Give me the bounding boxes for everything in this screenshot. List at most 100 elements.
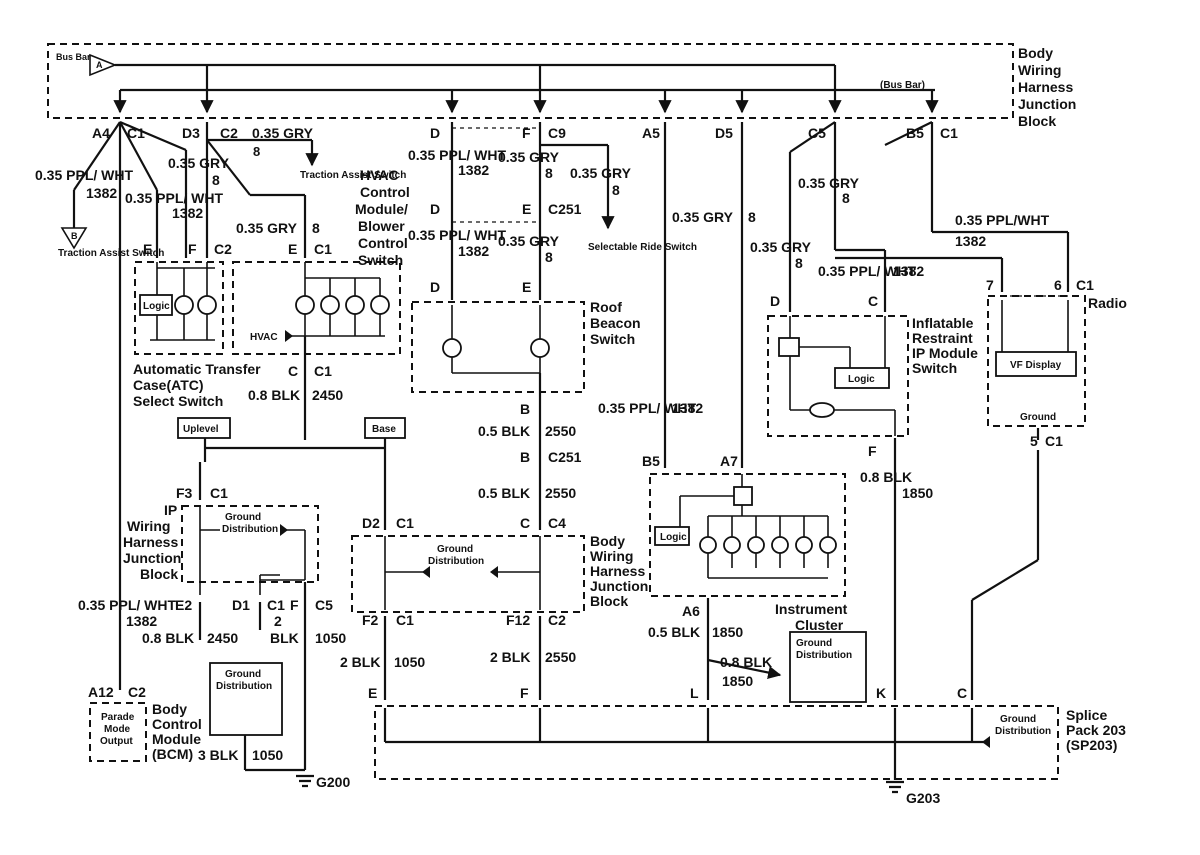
splice-pin-f: F	[520, 685, 529, 701]
hvac-input-label: HVAC	[250, 332, 278, 343]
wire-blk-roof-2: 0.5 BLK	[478, 485, 530, 501]
wire-blk-cluster-2: 0.8 BLK	[720, 654, 772, 670]
pin-c5-ip: C5	[315, 597, 333, 613]
wire-gry-atc: 0.35 GRY	[168, 155, 230, 171]
pin-c1-ground: C1	[1045, 433, 1063, 449]
pin-b5: B5	[906, 125, 924, 141]
logic-restraint: Logic	[848, 374, 875, 385]
atc-switch	[134, 261, 224, 355]
bus-bar-mid-label: (Bus Bar)	[880, 80, 925, 91]
wire-blk-hvac: 0.8 BLK	[248, 387, 300, 403]
wire-gry-d5: 0.35 GRY	[750, 239, 812, 255]
wire-ppl-center-2: 0.35 PPL/ WHT	[408, 227, 506, 243]
pin-f2: F2	[362, 612, 379, 628]
ip-junction-block	[181, 462, 319, 770]
wire-ppl-left: 0.35 PPL/ WHT	[35, 167, 133, 183]
circuit-8-ride: 8	[612, 182, 620, 198]
wire-ppl-atc: 0.35 PPL/ WHT	[125, 190, 223, 206]
hvac-module	[232, 261, 401, 440]
wire-ppl-center: 0.35 PPL/ WHT	[408, 147, 506, 163]
traction-assist-left: Traction Assist Switch	[58, 248, 164, 259]
wire-blk-ip: 0.8 BLK	[142, 630, 194, 646]
wire-blk-3: 3 BLK	[198, 747, 238, 763]
splice-pin-e: E	[368, 685, 377, 701]
pin-e-hvac: E	[288, 241, 297, 257]
circuit-1382-cluster: 1382	[672, 400, 703, 416]
pin-6: 6	[1054, 277, 1062, 293]
cluster-branch	[649, 122, 867, 703]
pin-f12: F12	[506, 612, 530, 628]
splice-pin-k: K	[876, 685, 886, 701]
pin-d2: D2	[362, 515, 380, 531]
left-branch	[60, 120, 319, 690]
circuit-8-center: 8	[545, 165, 553, 181]
splice-pin-c: C	[957, 685, 967, 701]
circuit-1382-left: 1382	[86, 185, 117, 201]
wire-blk-restraint: 0.8 BLK	[860, 469, 912, 485]
uplevel-label: Uplevel	[183, 424, 219, 435]
pin-c1-b5: C1	[940, 125, 958, 141]
pin-c1-d2: C1	[396, 515, 414, 531]
pin-c1: C1	[127, 125, 145, 141]
pin-c-restraint: C	[868, 293, 878, 309]
pin-a5: A5	[642, 125, 660, 141]
bcm-area	[89, 662, 314, 788]
top-jb-line: Body	[1018, 45, 1053, 61]
wire-gry-a5: 0.35 GRY	[672, 209, 734, 225]
circuit-1050-bcm: 1050	[252, 747, 283, 763]
pin-d5: D5	[715, 125, 733, 141]
circuit-1850-cluster-2: 1850	[722, 673, 753, 689]
circuit-8-top: 8	[253, 144, 260, 159]
mid-junction-block	[351, 535, 585, 700]
circuit-1050-f2: 1050	[394, 654, 425, 670]
wire-gry-center-2: 0.35 GRY	[498, 233, 560, 249]
vf-display-label: VF Display	[1010, 360, 1062, 371]
pin-a7: A7	[720, 453, 738, 469]
pin-7: 7	[986, 277, 994, 293]
base-label: Base	[372, 424, 396, 435]
circuit-2450-ip: 2450	[207, 630, 238, 646]
pin-e2: E2	[175, 597, 192, 613]
bus-bar-left-label: Bus Bar	[56, 52, 91, 62]
pin-d-c251: D	[430, 201, 440, 217]
top-junction-block	[47, 43, 1014, 119]
circuit-2550: 2550	[545, 423, 576, 439]
wire-ppl-bcm: 0.35 PPL/ WHT	[78, 597, 176, 613]
pin-c4: C4	[548, 515, 566, 531]
wire-blk-roof: 0.5 BLK	[478, 423, 530, 439]
center-branch	[411, 122, 615, 530]
splice-pin-l: L	[690, 685, 699, 701]
circuit-2550-2: 2550	[545, 485, 576, 501]
pin-f3: F3	[176, 485, 193, 501]
pin-b5-cluster: B5	[642, 453, 660, 469]
pin-d-top: D	[430, 125, 440, 141]
pin-c-c4: C	[520, 515, 530, 531]
ground-g203-icon	[886, 780, 904, 794]
bus-bar-connector-icon	[89, 53, 118, 77]
circuit-8-center-2: 8	[545, 249, 553, 265]
pin-b-roof: B	[520, 401, 530, 417]
pin-c1-d1: C1	[267, 597, 285, 613]
ground-g200-icon	[296, 774, 314, 788]
pin-c2-f12: C2	[548, 612, 566, 628]
wire-blk-cluster: 0.5 BLK	[648, 624, 700, 640]
radio-ground-label: Ground	[1020, 412, 1056, 423]
circuit-2450: 2450	[312, 387, 343, 403]
wire-gry-hvac: 0.35 GRY	[236, 220, 298, 236]
wire-gry-center: 0.35 GRY	[498, 149, 560, 165]
pin-c5: C5	[808, 125, 826, 141]
circuit-1382-radio: 1382	[955, 233, 986, 249]
